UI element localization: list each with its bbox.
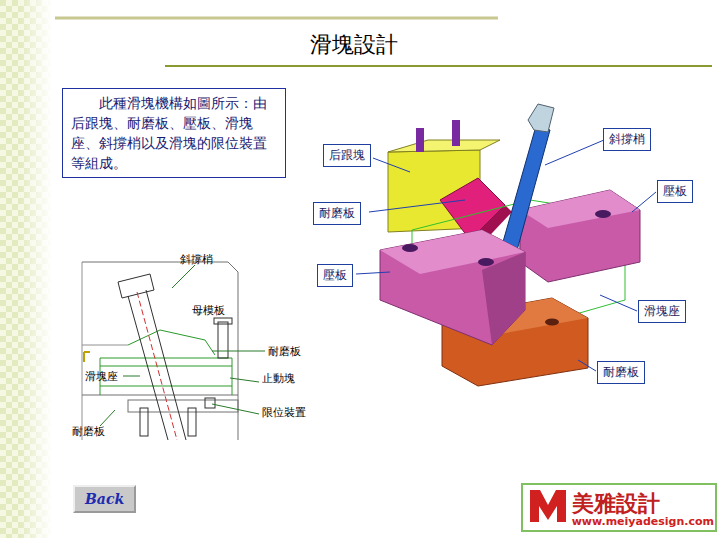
slide-assembly-part — [478, 258, 494, 266]
callout-box-text: 耐磨板 — [603, 364, 639, 381]
title-rules — [55, 18, 712, 66]
section-drawing-part — [82, 345, 128, 346]
callout-box: 壓板 — [657, 180, 693, 203]
description-box: 此種滑塊機構如圖所示：由后跟塊、耐磨板、壓板、滑塊座、斜撐梢以及滑塊的限位裝置等… — [62, 88, 286, 178]
section-drawing-part — [146, 290, 186, 440]
section-drawing-part — [128, 296, 168, 440]
section-leaders-part — [123, 376, 140, 377]
side-strip-part — [20, 0, 52, 538]
callout-box-text: 壓板 — [663, 183, 687, 200]
slide-title: 滑塊設計 — [310, 30, 398, 60]
callout-box-text: 耐磨板 — [319, 205, 355, 222]
section-drawing-part — [118, 274, 154, 298]
section-leaders-part — [100, 410, 115, 426]
logo-frame-part — [530, 490, 566, 522]
title-rules-part — [165, 65, 712, 67]
slide-assembly-part — [482, 252, 525, 345]
section-drawing-part — [137, 292, 177, 440]
slide-assembly-part — [452, 120, 460, 146]
section-drawing-part — [188, 408, 196, 436]
section-drawing-part — [218, 322, 228, 358]
section-drawing-part — [100, 386, 232, 387]
callout-leaders-part — [632, 192, 656, 212]
section-leaders — [100, 265, 265, 426]
callout-leaders-part — [545, 140, 604, 165]
slide-assembly-part — [595, 210, 611, 218]
section-leaders-part — [212, 351, 265, 352]
slide-assembly — [380, 104, 640, 386]
callout-leaders-part — [600, 295, 637, 311]
slide-assembly-part — [520, 190, 640, 282]
slide-assembly-part — [528, 104, 554, 132]
section-leaders-part — [212, 404, 259, 414]
callout-box: 耐磨板 — [597, 361, 645, 384]
callout-box: 壓板 — [317, 264, 353, 287]
callout-box-text: 斜撐梢 — [609, 131, 645, 148]
callout-leaders — [356, 140, 656, 371]
section-drawing-part — [140, 408, 148, 436]
back-button-text: Back — [85, 491, 124, 507]
part-label: 耐磨板 — [72, 424, 105, 439]
callout-box: 斜撐梢 — [603, 128, 651, 151]
part-label: 耐磨板 — [268, 344, 301, 359]
section-drawing-part — [82, 262, 83, 440]
section-drawing-part — [100, 358, 232, 359]
callout-leaders-part — [369, 200, 465, 212]
part-label: 限位裝置 — [262, 405, 306, 420]
section-leaders-part — [172, 265, 195, 288]
section-drawing-part — [214, 318, 232, 324]
logo-text: www.meiyadesign.com — [572, 515, 714, 528]
side-strip — [0, 0, 52, 538]
title-rules-part — [55, 17, 498, 20]
logo-frame — [522, 484, 716, 531]
side-strip-part — [0, 0, 52, 538]
section-drawing-part — [83, 352, 85, 362]
callout-box-text: 壓板 — [323, 267, 347, 284]
part-label: 止動塊 — [262, 371, 295, 386]
section-drawing-part — [82, 395, 238, 396]
part-label: 斜撐梢 — [180, 252, 213, 267]
logo-text: 美雅設計 — [572, 489, 660, 519]
slide-assembly-part — [402, 244, 418, 252]
back-button: Back — [73, 485, 136, 513]
callout-box-text: 后跟塊 — [329, 147, 365, 164]
callout-box: 耐磨板 — [313, 202, 361, 225]
slide-assembly-part — [380, 230, 525, 345]
section-drawing-part — [232, 358, 233, 395]
part-label: 滑塊座 — [85, 369, 118, 384]
callout-box: 滑塊座 — [638, 300, 686, 323]
callout-leaders-part — [356, 272, 390, 274]
slide-assembly-part — [545, 319, 559, 326]
callout-leaders-part — [373, 158, 410, 172]
callout-box: 后跟塊 — [323, 144, 371, 167]
slide-assembly-part — [520, 190, 640, 228]
description-box-text: 此種滑塊機構如圖所示：由后跟塊、耐磨板、壓板、滑塊座、斜撐梢以及滑塊的限位裝置等… — [71, 93, 277, 173]
section-drawing-part — [205, 398, 215, 408]
part-label: 母模板 — [192, 303, 225, 318]
slide-assembly-part — [416, 128, 424, 152]
callout-box-text: 滑塊座 — [644, 303, 680, 320]
section-leaders-part — [230, 378, 259, 382]
logo-frame-part — [522, 484, 716, 531]
slide-assembly-part — [388, 140, 500, 152]
callout-leaders-part — [578, 360, 596, 371]
